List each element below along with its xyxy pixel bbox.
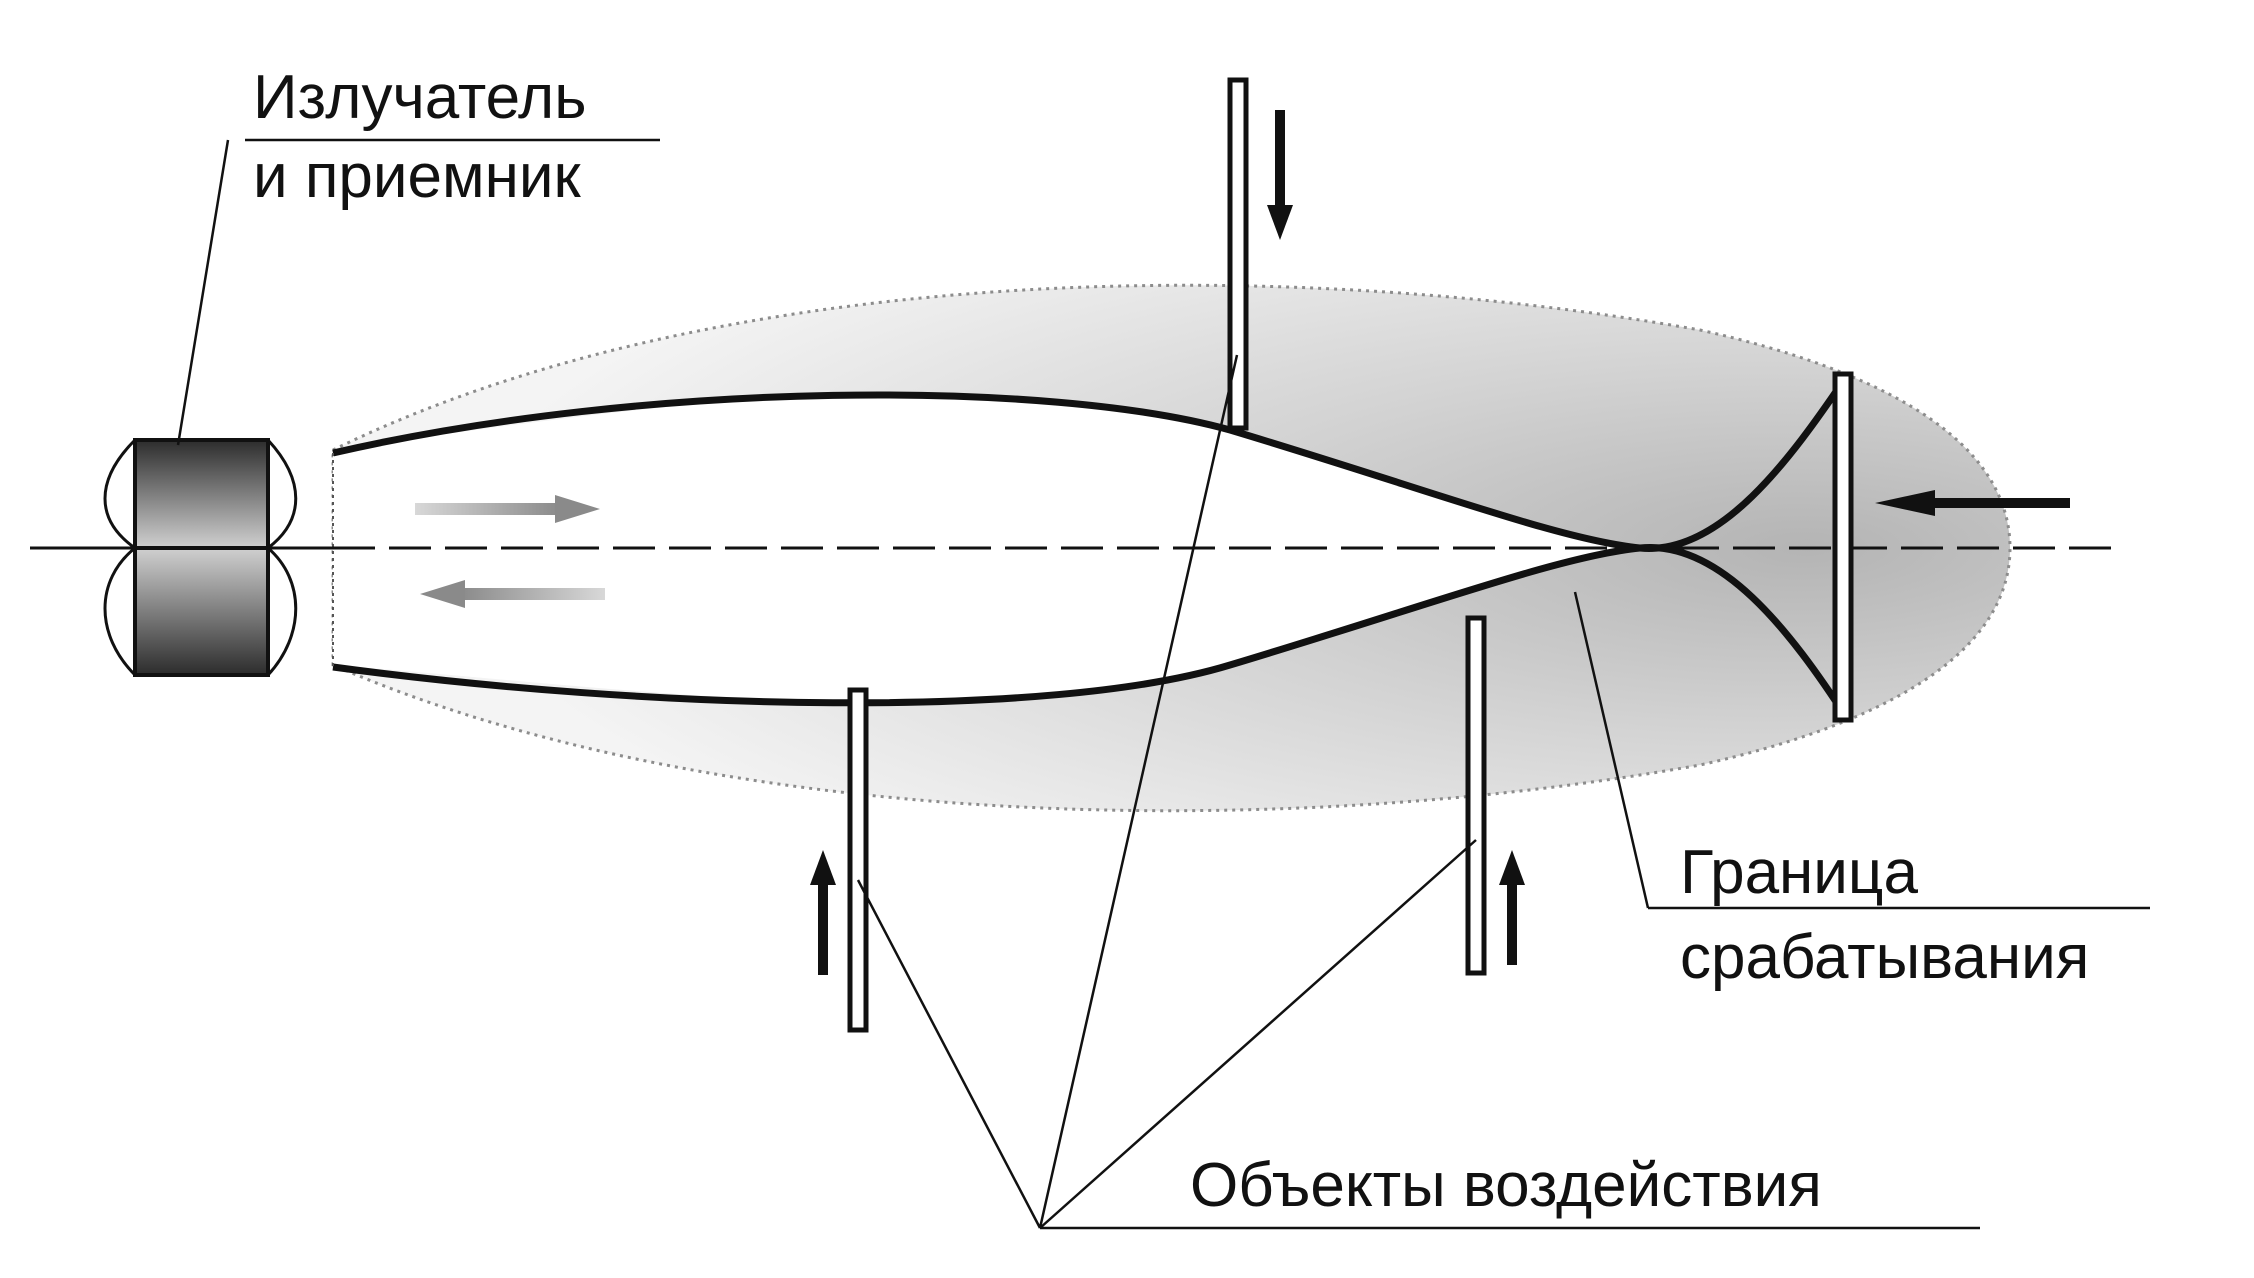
reflector-plate <box>1832 371 1854 723</box>
emitter-label-line2: и приемник <box>253 142 582 211</box>
object-bar-bottom-left <box>847 687 869 1033</box>
object-arrow-up-right <box>1499 850 1525 965</box>
echo-arrow <box>420 580 605 608</box>
emitter-label-line1: Излучатель <box>253 63 587 132</box>
object-bar-top <box>1227 77 1249 431</box>
emit-arrow <box>415 495 600 523</box>
object-arrow-down <box>1267 110 1293 240</box>
leader-lines <box>176 138 2150 1230</box>
beam-boundary-lower <box>332 544 1851 722</box>
object-arrow-up-left <box>810 850 836 975</box>
object-bar-bottom-right <box>1465 615 1487 976</box>
boundary-label-line2: срабатывания <box>1680 923 2089 992</box>
beam-boundary-upper <box>332 372 1851 552</box>
reflector-arrow <box>1875 490 2070 516</box>
objects-label: Объекты воздействия <box>1190 1151 1822 1220</box>
boundary-label-line1: Граница <box>1680 838 1918 907</box>
sensor-emitter-receiver <box>103 438 298 677</box>
